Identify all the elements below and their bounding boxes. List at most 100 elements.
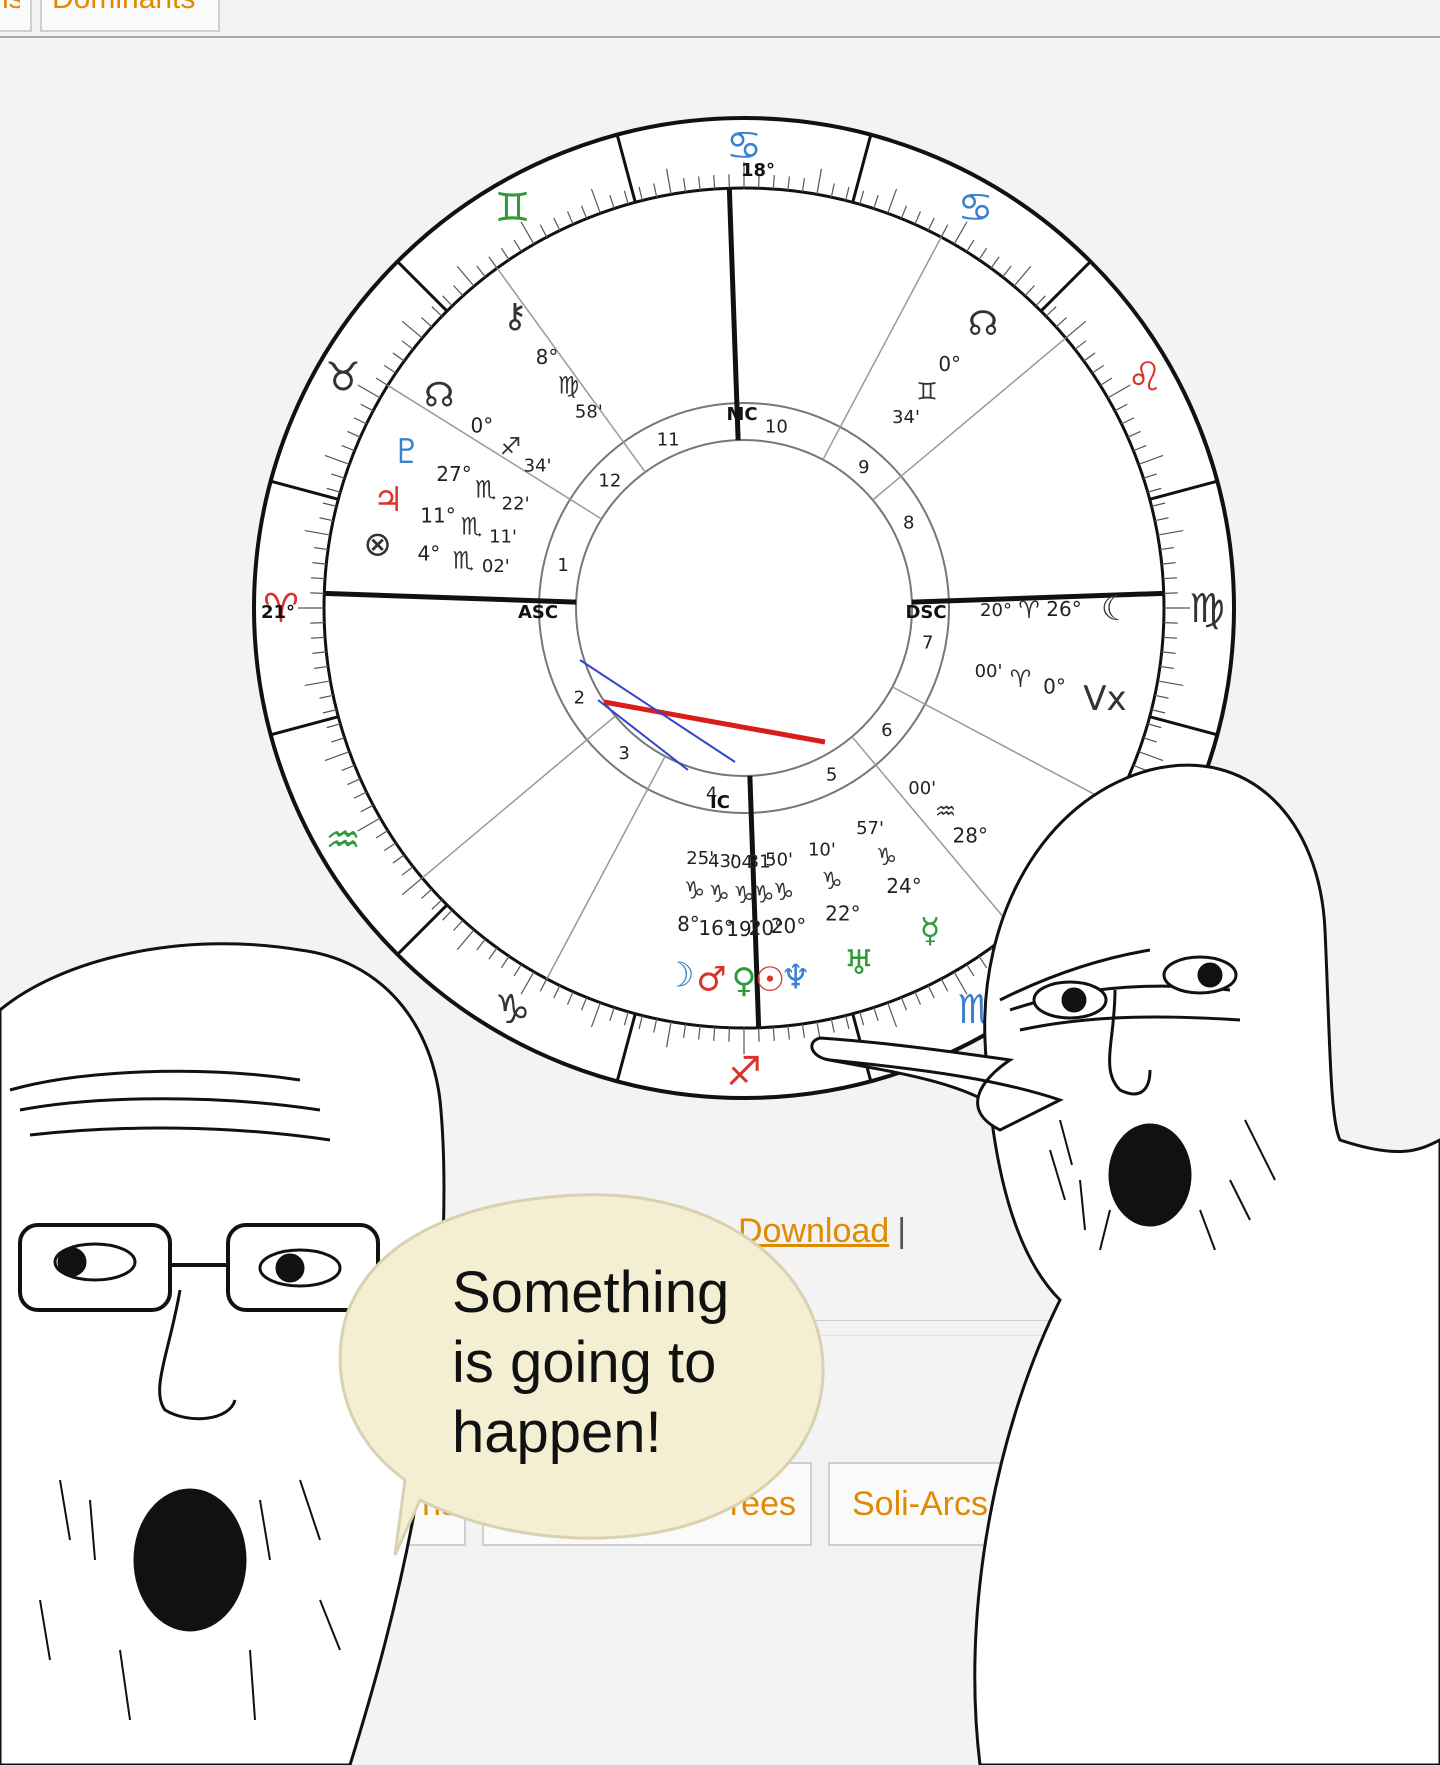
house-number: 4 bbox=[706, 784, 717, 805]
degree-tick bbox=[772, 1026, 775, 1041]
degree-tick bbox=[940, 978, 949, 992]
planet-sign: ♏ bbox=[453, 547, 475, 575]
degree-tick bbox=[966, 963, 975, 977]
planet-sign: ♏ bbox=[475, 476, 497, 504]
degree-tick bbox=[623, 190, 629, 205]
degree-tick bbox=[500, 247, 510, 261]
chart-link-row: Download| bbox=[738, 1212, 906, 1251]
degree-tick bbox=[1099, 377, 1113, 386]
degree-tick bbox=[978, 247, 988, 261]
degree-tick bbox=[859, 1011, 865, 1026]
degree-tick bbox=[539, 978, 548, 992]
tab-soli-arcs[interactable]: Soli-Arcs bbox=[828, 1462, 1012, 1546]
tab-top-partial[interactable]: ns bbox=[0, 0, 32, 32]
degree-tick bbox=[859, 190, 865, 205]
degree-tick bbox=[375, 830, 389, 839]
degree-tick bbox=[353, 417, 367, 425]
degree-tick bbox=[1143, 473, 1157, 479]
degree-tick bbox=[1121, 417, 1135, 425]
degree-tick bbox=[304, 529, 331, 536]
planet-degree: 0° bbox=[1043, 674, 1066, 698]
angle-axis-line bbox=[726, 188, 741, 441]
tab-re[interactable]: Re bbox=[1028, 1462, 1148, 1546]
degree-tick bbox=[360, 804, 374, 813]
zodiac-sign-glyph: ♒ bbox=[325, 818, 361, 864]
degree-tick bbox=[1065, 320, 1087, 339]
degree-tick bbox=[1159, 547, 1174, 551]
planet-degree: 20° bbox=[749, 916, 784, 940]
degree-tick bbox=[1055, 317, 1067, 328]
degree-tick bbox=[623, 1011, 629, 1026]
planet-degree: 0° bbox=[938, 352, 961, 376]
download-link[interactable]: Download bbox=[738, 1212, 890, 1250]
planet-minutes: 58' bbox=[575, 401, 603, 422]
degree-tick bbox=[1107, 384, 1131, 399]
degree-tick bbox=[1162, 577, 1177, 580]
tab-strip-divider bbox=[0, 36, 1440, 38]
degree-tick bbox=[580, 997, 588, 1011]
planet-sign: ♑ bbox=[821, 867, 843, 895]
zodiac-sign-glyph: ♍ bbox=[1189, 586, 1225, 632]
mc-degree: 18° bbox=[741, 160, 775, 181]
degree-tick bbox=[801, 1023, 805, 1038]
tab-er[interactable]: er bbox=[1420, 1462, 1440, 1546]
degree-tick bbox=[683, 1023, 687, 1038]
degree-tick bbox=[488, 256, 498, 269]
tab-dominants[interactable]: Dominants bbox=[40, 0, 220, 32]
degree-tick bbox=[609, 1007, 615, 1021]
ic-label: IC bbox=[710, 792, 730, 813]
mc-label: MC bbox=[726, 404, 757, 425]
degree-tick bbox=[927, 985, 935, 999]
degree-tick bbox=[914, 211, 922, 225]
sign-boundary bbox=[270, 715, 339, 737]
planet-minutes: 50' bbox=[765, 850, 793, 871]
degree-tick bbox=[1154, 517, 1169, 522]
planet-minutes: 02' bbox=[482, 556, 510, 577]
link-separator: | bbox=[897, 1212, 907, 1250]
degree-tick bbox=[1138, 454, 1164, 465]
degree-tick bbox=[830, 1018, 835, 1033]
zodiac-sign-glyph: ♌ bbox=[1127, 355, 1163, 401]
degree-tick bbox=[1114, 403, 1128, 412]
degree-tick bbox=[990, 256, 1000, 269]
sign-boundary bbox=[1149, 715, 1218, 737]
planet-degree: 26° bbox=[1046, 597, 1081, 621]
degree-tick bbox=[940, 224, 949, 238]
degree-tick bbox=[539, 224, 548, 238]
planet-degree: 19° bbox=[726, 917, 761, 941]
degree-tick bbox=[392, 352, 405, 362]
planet-glyph: ☊ bbox=[968, 304, 998, 344]
planet-minutes: 34' bbox=[892, 407, 920, 428]
degree-tick bbox=[927, 217, 935, 231]
degree-tick bbox=[553, 217, 561, 231]
degree-tick bbox=[1151, 502, 1166, 507]
degree-tick bbox=[590, 188, 601, 214]
degree-tick bbox=[357, 817, 381, 832]
zodiac-sign-glyph: ♑ bbox=[495, 987, 531, 1033]
degree-tick bbox=[347, 430, 361, 438]
planet-sign: ♑ bbox=[733, 881, 755, 909]
degree-tick bbox=[609, 195, 615, 209]
house-cusp-line bbox=[421, 715, 616, 879]
planet-glyph: ⚷ bbox=[503, 296, 528, 336]
degree-tick bbox=[331, 473, 345, 479]
degree-tick bbox=[341, 764, 355, 772]
tab-degrees[interactable]: rees bbox=[482, 1462, 812, 1546]
zodiac-sign-glyph: ♏ bbox=[958, 987, 994, 1033]
house-number: 9 bbox=[858, 457, 869, 478]
degree-tick bbox=[816, 168, 823, 195]
degree-tick bbox=[1147, 723, 1162, 729]
house-number: 12 bbox=[598, 470, 621, 491]
degree-tick bbox=[1045, 306, 1057, 317]
degree-tick bbox=[1083, 352, 1096, 362]
house-number: 7 bbox=[922, 632, 933, 653]
angle-axis-line bbox=[324, 590, 577, 605]
degree-tick bbox=[1161, 562, 1176, 565]
house-number: 5 bbox=[826, 765, 837, 786]
degree-tick bbox=[322, 502, 337, 507]
planet-sign: ♏ bbox=[461, 513, 483, 541]
tab-bottom-partial[interactable]: ns bbox=[380, 1462, 466, 1546]
degree-tick bbox=[698, 176, 701, 191]
wheel-house-ring bbox=[538, 402, 950, 814]
house-number: 10 bbox=[765, 416, 788, 437]
